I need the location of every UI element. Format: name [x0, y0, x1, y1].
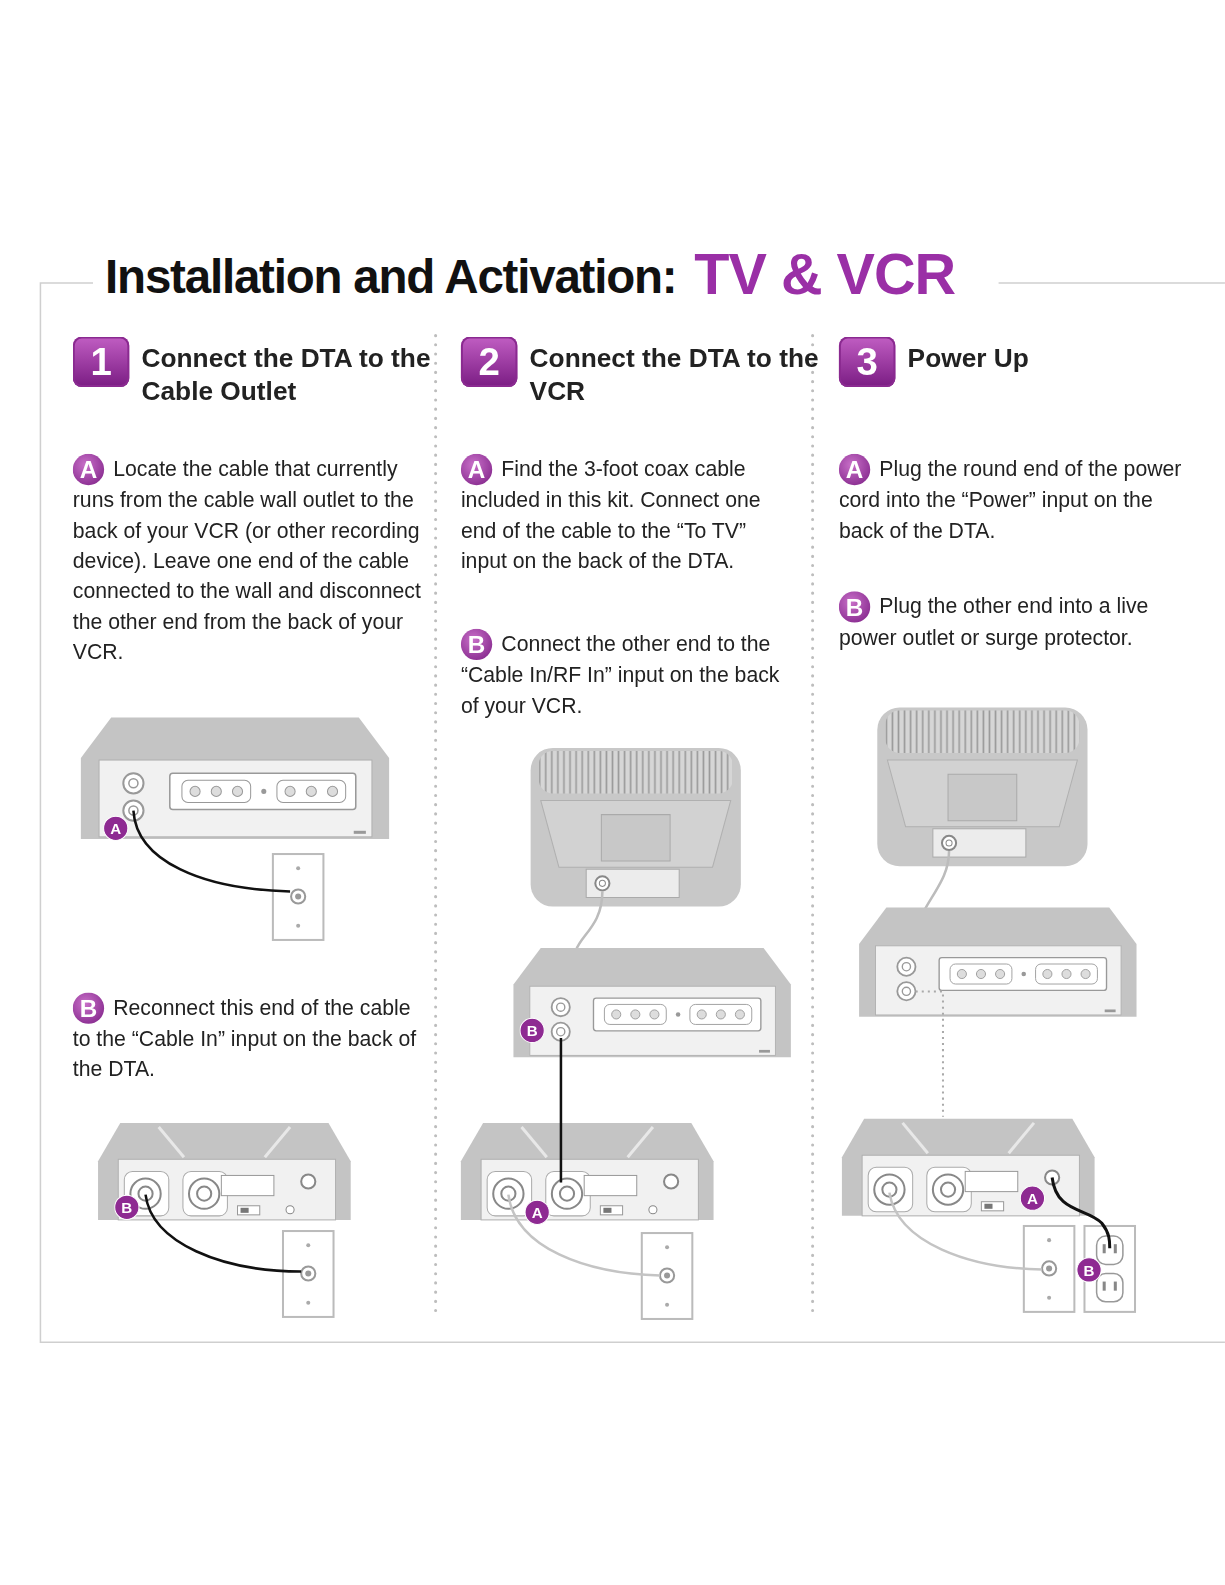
- step-letter: B: [461, 629, 492, 660]
- instruction-text: AFind the 3-foot coax cable included in …: [461, 454, 784, 576]
- step-letter: B: [839, 591, 870, 622]
- callout-letter: B: [519, 1018, 544, 1043]
- step-number: 1: [73, 337, 130, 388]
- title-accent: TV & VCR: [690, 241, 959, 308]
- instruction-text: BConnect the other end to the “Cable In/…: [461, 629, 784, 721]
- callout-letter: A: [525, 1200, 550, 1225]
- step-number: 2: [461, 337, 518, 388]
- step3-figure: [842, 707, 1137, 1311]
- instruction-text: BPlug the other end into a live power ou…: [839, 591, 1193, 653]
- instruction-step: BConnect the other end to the “Cable In/…: [461, 629, 784, 721]
- step-letter: A: [839, 454, 870, 485]
- step-letter: A: [73, 454, 104, 485]
- instruction-step: BPlug the other end into a live power ou…: [839, 591, 1193, 653]
- instruction-body: Plug the other end into a live power out…: [839, 594, 1148, 649]
- step-number: 3: [839, 337, 896, 388]
- instruction-text: APlug the round end of the power cord in…: [839, 454, 1193, 546]
- instruction-body: Plug the round end of the power cord int…: [839, 457, 1182, 542]
- step2-figure: [461, 748, 791, 1319]
- instruction-step: ALocate the cable that currently runs fr…: [73, 454, 422, 667]
- step-heading: Power Up: [908, 342, 1201, 375]
- callout-letter: B: [1076, 1257, 1101, 1282]
- step-letter: B: [73, 993, 104, 1024]
- step-badge: 3Power Up: [839, 337, 896, 388]
- column-divider: [436, 336, 813, 1314]
- step-heading: Connect the DTA to the Cable Outlet: [141, 342, 434, 409]
- instruction-text: BReconnect this end of the cable to the …: [73, 993, 422, 1085]
- callout-letter: A: [1020, 1186, 1045, 1211]
- instruction-body: Locate the cable that currently runs fro…: [73, 457, 421, 663]
- instruction-body: Reconnect this end of the cable to the “…: [73, 996, 416, 1081]
- instruction-body: Find the 3-foot coax cable included in t…: [461, 457, 761, 572]
- frame: [40, 283, 1225, 1342]
- instruction-step: APlug the round end of the power cord in…: [839, 454, 1193, 546]
- step-badge: 2Connect the DTA to the VCR: [461, 337, 518, 388]
- step-heading: Connect the DTA to the VCR: [530, 342, 823, 409]
- instruction-body: Connect the other end to the “Cable In/R…: [461, 632, 780, 717]
- callout-letter: B: [114, 1195, 139, 1220]
- step-badge: 1Connect the DTA to the Cable Outlet: [73, 337, 130, 388]
- page-title: Installation and Activation:: [99, 249, 682, 305]
- instruction-step: AFind the 3-foot coax cable included in …: [461, 454, 784, 576]
- instruction-text: ALocate the cable that currently runs fr…: [73, 454, 422, 667]
- callout-letter: A: [103, 816, 128, 841]
- step-letter: A: [461, 454, 492, 485]
- instruction-step: BReconnect this end of the cable to the …: [73, 993, 422, 1085]
